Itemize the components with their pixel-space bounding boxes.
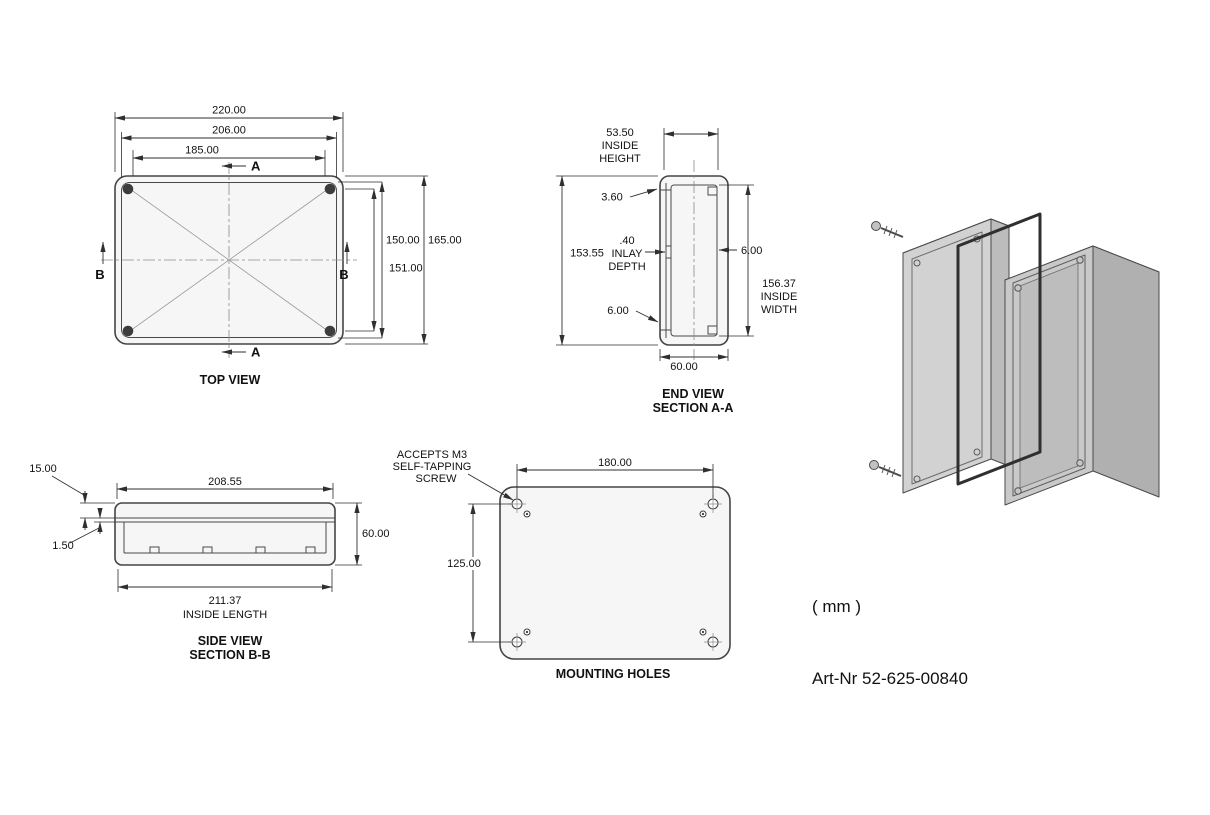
top-view: 220.00 206.00 185.00 150.00 151.00 165.0…: [95, 105, 461, 388]
mounting-plate-outline: [499, 486, 731, 660]
side-view: 15.00 208.55 1.50 60.00 211.37 INSIDE LE…: [29, 463, 389, 662]
dim-lid-width: 151.00: [389, 263, 423, 275]
top-view-dimension-geometry: [114, 112, 428, 345]
dim-lip: 1.50: [52, 540, 73, 552]
corner-screw-holes: [122, 183, 336, 337]
mounting-dimension-geometry: [443, 464, 714, 643]
units-note: ( mm ): [812, 597, 861, 616]
dim-hole-spacing-y: 125.00: [447, 558, 481, 570]
base-cavity-outline: [1019, 262, 1079, 489]
mounting-holes-view: 180.00 125.00 ACCEPTS M3 SELF-TAPPING SC…: [393, 449, 731, 681]
dim-lid-height: 15.00: [29, 463, 57, 475]
top-view-body: [101, 162, 357, 358]
mounting-view-title: MOUNTING HOLES: [556, 667, 671, 681]
side-view-subtitle: SECTION B-B: [189, 648, 270, 662]
gasket-3d: [956, 212, 1042, 486]
side-view-dimension-geometry: [51, 475, 362, 592]
hole-group-bottom-left: [508, 628, 531, 651]
top-view-title: TOP VIEW: [200, 373, 261, 387]
dim-inside-length-label: INSIDE LENGTH: [183, 609, 267, 621]
dim-inside-height-value: 53.50: [606, 127, 634, 139]
screw-note-line2: SELF-TAPPING: [393, 461, 472, 473]
dim-inlay-value: .40: [619, 235, 634, 247]
dim-opening-length: 185.00: [185, 145, 219, 157]
base-3d: [1004, 245, 1160, 506]
dim-lid-length: 208.55: [208, 476, 242, 488]
hole-group-top-left: [508, 495, 531, 518]
section-a-markers: A A: [221, 159, 261, 360]
screw-top: [871, 221, 904, 239]
dim-inside-width-label1: INSIDE: [761, 291, 798, 303]
end-view-subtitle: SECTION A-A: [653, 401, 734, 415]
hole-group-bottom-right: [699, 628, 722, 651]
screw-bottom: [869, 460, 902, 478]
dim-inside-width-value: 156.37: [762, 278, 796, 290]
dim-inlay-label2: DEPTH: [608, 261, 645, 273]
side-view-body: [114, 502, 336, 566]
dim-overall-length: 220.00: [212, 105, 246, 117]
dim-inside-height-label1: INSIDE: [602, 140, 639, 152]
dim-inside-length-value: 211.37: [209, 595, 242, 607]
article-number: Art-Nr 52-625-00840: [812, 669, 968, 688]
exploded-3d-view: [869, 212, 1160, 506]
section-a-label-bottom: A: [251, 345, 261, 360]
dim-depth: 60.00: [670, 361, 698, 373]
section-b-label-right: B: [339, 267, 348, 282]
dim-height: 60.00: [362, 528, 390, 540]
screw-note-line3: SCREW: [416, 473, 458, 485]
dim-bottom-wall: 6.00: [607, 305, 628, 317]
dim-body-height: 153.55: [570, 248, 604, 260]
section-a-label-top: A: [251, 159, 261, 174]
clip-tabs: [149, 546, 316, 554]
dim-hole-spacing-x: 180.00: [598, 457, 632, 469]
side-view-title: SIDE VIEW: [198, 634, 263, 648]
lid-groove-outline: [911, 231, 983, 485]
section-b-label-left: B: [95, 267, 104, 282]
lid-3d: [902, 218, 1010, 494]
dim-inside-width-label2: WIDTH: [761, 304, 797, 316]
dim-inside-height-label2: HEIGHT: [599, 153, 641, 165]
screw-note-line1: ACCEPTS M3: [397, 449, 467, 461]
end-view-dimension-geometry: [556, 128, 754, 361]
mounting-hole-groups: [508, 495, 722, 651]
dim-inlay-label1: INLAY: [612, 248, 644, 260]
end-view-body: [659, 160, 729, 360]
dim-opening-width: 150.00: [386, 235, 420, 247]
base-rim-outline: [1012, 254, 1086, 497]
end-view-title: END VIEW: [662, 387, 724, 401]
base-corner-bosses: [1014, 256, 1084, 495]
lid-corner-holes: [913, 235, 981, 483]
dim-lid-wall: 3.60: [601, 192, 622, 204]
centerlines: [101, 162, 357, 358]
end-view: 53.50 INSIDE HEIGHT 3.60 .40 INLAY DEPTH…: [556, 127, 797, 415]
dim-lid-length: 206.00: [212, 125, 246, 137]
dim-side-wall: 6.00: [741, 245, 762, 257]
section-b-markers: B B: [95, 241, 350, 282]
dim-overall-width: 165.00: [428, 235, 462, 247]
